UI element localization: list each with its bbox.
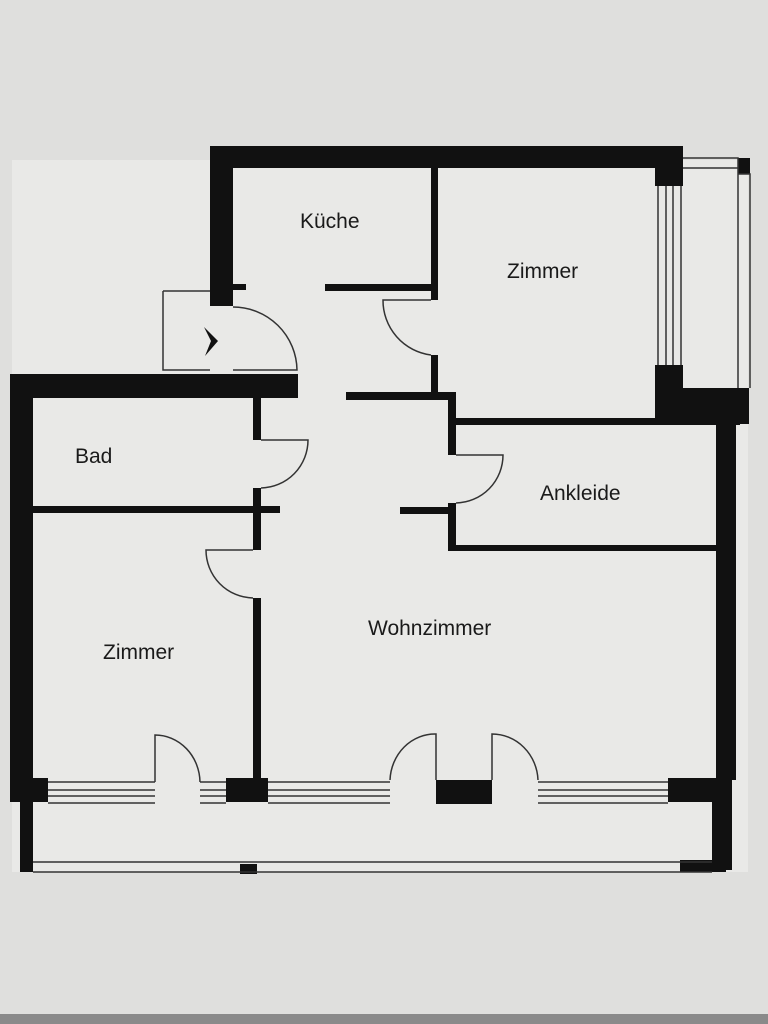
room-label-living: Wohnzimmer bbox=[368, 617, 491, 640]
entrance-arrow-icon bbox=[204, 327, 218, 356]
screen-edge bbox=[0, 1014, 768, 1024]
room-label-zimmer-top: Zimmer bbox=[507, 260, 578, 283]
doors bbox=[154, 290, 539, 783]
room-label-kitchen: Küche bbox=[300, 210, 360, 233]
floor-area bbox=[12, 160, 748, 872]
room-label-zimmer-left: Zimmer bbox=[103, 641, 174, 664]
room-label-dressing: Ankleide bbox=[540, 482, 621, 505]
walls bbox=[10, 146, 750, 874]
room-label-bath: Bad bbox=[75, 445, 112, 468]
windows bbox=[33, 157, 751, 873]
